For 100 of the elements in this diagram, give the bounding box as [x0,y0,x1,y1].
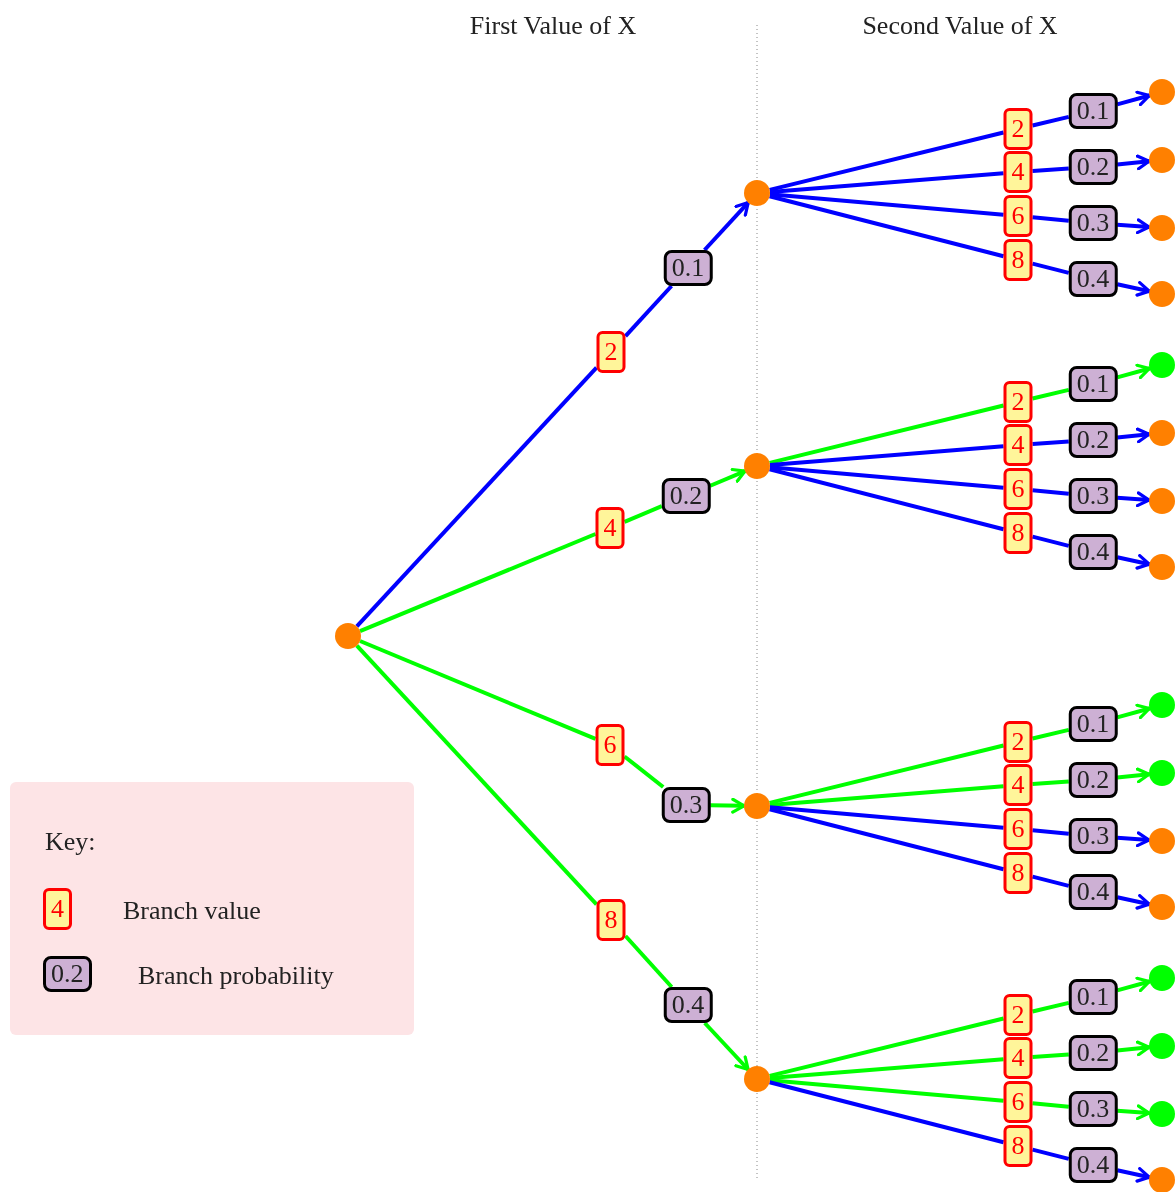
branch-arrow [1116,281,1151,297]
branch-arrow [1117,831,1151,848]
branch-arrow [1117,154,1151,171]
branch-probability-tag: 0.2 [1068,762,1118,798]
branch-line [1032,1052,1069,1060]
branch-probability-tag: 0.2 [1068,422,1118,458]
branch-value-tag: 2 [1003,108,1033,150]
branch-line [1032,261,1070,275]
branch-arrow [710,797,746,814]
branch-value-tag: 4 [1003,764,1033,806]
branch-line [1032,439,1069,447]
legend-text: Branch value [123,895,261,927]
branch-probability-tag: 0.3 [1068,1091,1118,1127]
branch-probability-tag: 0.3 [1068,818,1118,854]
branch-probability-tag: 0.2 [1068,1035,1118,1071]
branch-value-tag: 2 [1003,994,1033,1036]
branch-line [1032,727,1070,741]
branch-value-tag: 6 [595,724,625,766]
branch-value-tag: 4 [43,888,72,930]
branch-value-tag: 6 [1003,1081,1033,1123]
branch-value-tag: 6 [1003,195,1033,237]
branch-arrow [1117,218,1151,235]
branch-line [769,743,1004,805]
branch-value-tag: 4 [1003,151,1033,193]
branch-line [623,504,663,524]
branch-arrow [1116,894,1151,910]
branch-value-tag: 8 [596,899,626,941]
branch-value-tag: 6 [1003,808,1033,850]
branch-probability-tag: 0.1 [1068,366,1118,402]
branch-probability-tag: 0.2 [1068,149,1118,185]
branch-probability-tag: 0.3 [661,787,711,823]
branch-arrow [1116,1167,1151,1183]
branch-probability-tag: 0.1 [663,250,713,286]
branch-line [769,192,1004,217]
branch-arrow [703,1021,750,1072]
branch-arrow [1117,491,1151,508]
branch-line [1032,828,1069,836]
branch-value-tag: 2 [1003,721,1033,763]
branch-value-tag: 2 [1003,381,1033,423]
legend-text: Branch probability [138,960,334,992]
branch-value-tag: 8 [1003,852,1033,894]
branch-line [769,444,1004,467]
branch-probability-tag: 0.1 [1068,979,1118,1015]
branch-probability-tag: 0.1 [1068,706,1118,742]
branch-probability-tag: 0.4 [1068,1147,1118,1183]
branch-probability-tag: 0.4 [663,987,713,1023]
branch-line [1032,114,1070,128]
branch-arrow [709,467,747,488]
branch-value-tag: 4 [595,507,625,549]
branch-probability-tag: 0.3 [1068,205,1118,241]
branch-probability-tag: 0.4 [1068,874,1118,910]
branch-line [769,467,1004,532]
branch-probability-tag: 0.2 [43,956,92,992]
branch-line [1032,1147,1070,1161]
branch-line [1032,215,1069,223]
branch-line [769,807,1004,872]
branch-probability-tag: 0.2 [661,478,711,514]
branch-line [355,366,598,628]
branch-line [624,284,673,338]
branch-arrow [1117,767,1151,784]
branch-arrow [1117,427,1151,444]
branch-line [769,403,1004,465]
branch-line [624,934,674,989]
branch-line [769,171,1004,194]
key-title: Key: [45,826,96,858]
branch-line [769,194,1004,259]
branch-value-tag: 8 [1003,239,1033,281]
branch-line [769,130,1004,192]
branch-line [1032,779,1069,787]
branch-line [1032,1000,1070,1014]
branch-arrow [1117,1104,1151,1121]
branch-line [1032,488,1069,496]
branch-value-tag: 6 [1003,468,1033,510]
branch-line [1032,1101,1069,1109]
branch-arrow [1116,554,1151,570]
branch-line [1032,874,1070,888]
branch-value-tag: 4 [1003,424,1033,466]
branch-line [769,784,1004,807]
branch-line [623,754,665,789]
column-heading: First Value of X [469,9,637,42]
branch-arrow [703,200,750,252]
branch-line [359,639,597,741]
branch-arrow [1117,1040,1151,1057]
branch-line [769,1057,1004,1080]
branch-line [769,1080,1004,1145]
branch-line [769,465,1004,490]
branch-line [359,532,597,633]
branch-line [769,1078,1004,1103]
branch-value-tag: 2 [596,331,626,373]
branch-value-tag: 8 [1003,1125,1033,1167]
branch-line [1032,534,1070,548]
branch-probability-tag: 0.3 [1068,478,1118,514]
branch-probability-tag: 0.1 [1068,93,1118,129]
column-heading: Second Value of X [862,9,1058,42]
branch-probability-tag: 0.4 [1068,261,1118,297]
branch-value-tag: 8 [1003,512,1033,554]
branch-line [769,805,1004,830]
branch-value-tag: 4 [1003,1037,1033,1079]
branch-line [1032,387,1070,401]
branch-line [769,1016,1004,1078]
